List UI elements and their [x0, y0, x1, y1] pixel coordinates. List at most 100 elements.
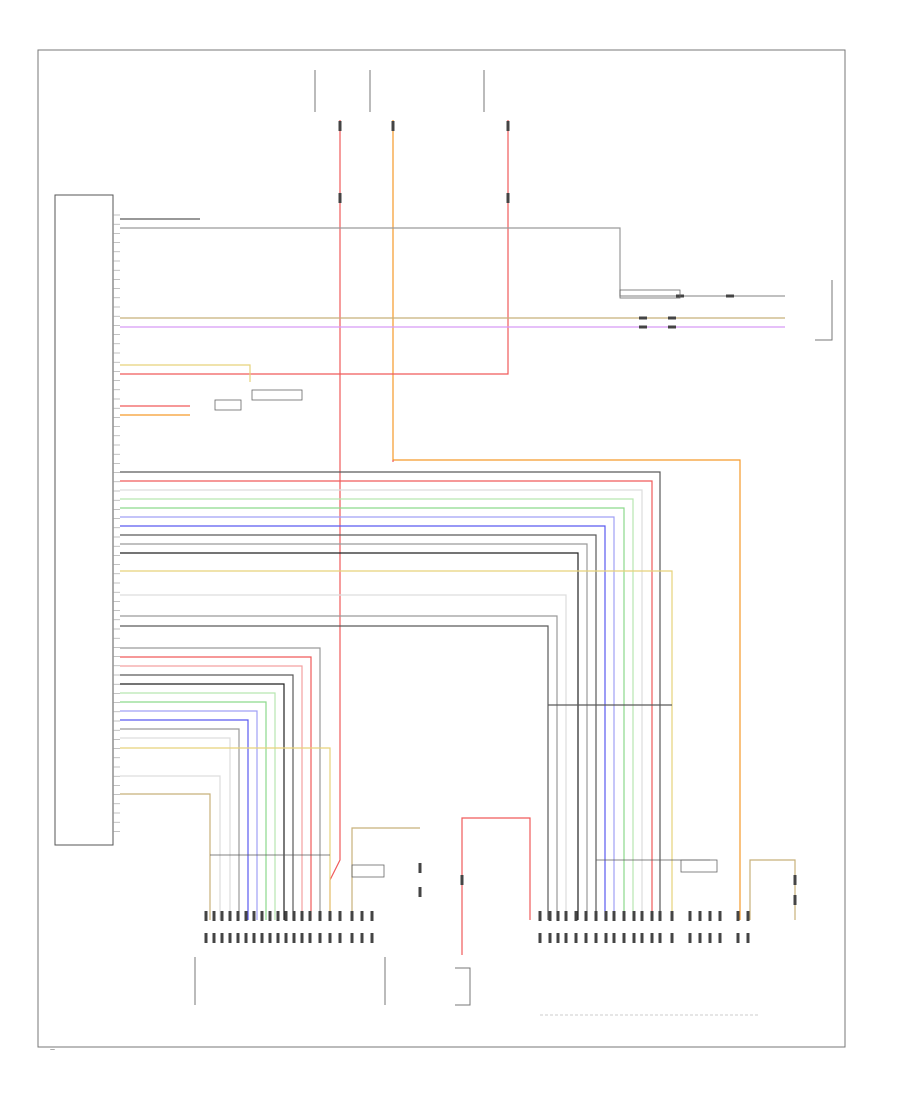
connector-pin-top — [584, 911, 588, 921]
wire-bundle-a — [120, 525, 606, 920]
connector-pin-bottom — [688, 933, 692, 943]
connector-pin-top — [284, 911, 288, 921]
connector-pin-bottom — [708, 933, 712, 943]
connector-pin-top — [736, 911, 740, 921]
connector-pin-bottom — [370, 933, 374, 943]
wire-bundle-b — [120, 701, 267, 920]
inline-connector — [639, 316, 647, 320]
connector-pin-bottom — [318, 933, 322, 943]
wire-bundle-b — [120, 674, 294, 920]
connector-pin-top — [708, 911, 712, 921]
connector-pin-top — [212, 911, 216, 921]
connector-pin-top — [308, 911, 312, 921]
connector-pin-top — [338, 911, 342, 921]
connector-pin-top — [698, 911, 702, 921]
connector-pin-top — [360, 911, 364, 921]
wire-white-776 — [120, 775, 221, 920]
wire-gray-top — [120, 227, 785, 297]
connector-pin-top — [640, 911, 644, 921]
wire-yellow-748 — [120, 747, 331, 920]
ground-connector-pin — [460, 875, 464, 885]
connector-pin-bottom — [736, 933, 740, 943]
connector-pin-bottom — [746, 933, 750, 943]
connector-pin-top — [292, 911, 296, 921]
wire-bundle-b — [120, 710, 258, 920]
wire-red-top-right — [120, 120, 509, 375]
connector-pin-bottom — [236, 933, 240, 943]
wire-yellow-571 — [120, 570, 673, 920]
feed-connector-pin — [506, 121, 510, 131]
feed-connector-pin — [391, 121, 395, 131]
ground-connector-pin — [793, 875, 797, 885]
wire-red-feed — [329, 120, 341, 920]
connector-pin-top — [574, 911, 578, 921]
connector-pin-top — [556, 911, 560, 921]
connector-pin-bottom — [640, 933, 644, 943]
connector-pin-bottom — [328, 933, 332, 943]
connector-pin-bottom — [268, 933, 272, 943]
connector-pin-bottom — [538, 933, 542, 943]
connector-pin-top — [260, 911, 264, 921]
connector-pin-bottom — [584, 933, 588, 943]
component-brackets — [194, 70, 833, 1006]
connector-pin-top — [718, 911, 722, 921]
wire-bundle-b — [120, 683, 285, 920]
wire-bundle-a — [120, 534, 597, 920]
wire-bundle-a — [120, 507, 625, 920]
connector-pin-bottom — [228, 933, 232, 943]
connector-pin-top — [548, 911, 552, 921]
connector-pin-top — [204, 911, 208, 921]
connector-pin-bottom — [612, 933, 616, 943]
feed-connector-pin — [338, 193, 342, 203]
wire-bundle-b — [120, 728, 240, 920]
connector-pin-bottom — [292, 933, 296, 943]
connector-pin-bottom — [260, 933, 264, 943]
splice-boxes — [214, 289, 718, 878]
connector-pin-top — [300, 911, 304, 921]
inline-connector — [726, 294, 734, 298]
wire-bundle-b — [120, 665, 303, 920]
wire-bundle-a — [120, 498, 634, 920]
connector-pin-bottom — [622, 933, 626, 943]
wire-tan-ground-2 — [749, 859, 796, 920]
connector-pin-top — [564, 911, 568, 921]
connector-pin-bottom — [204, 933, 208, 943]
wire-bundle-a — [120, 471, 661, 920]
connector-pin-top — [688, 911, 692, 921]
wire-tan-794 — [120, 793, 211, 920]
connector-pin-top — [350, 911, 354, 921]
connector-pin-top — [236, 911, 240, 921]
connector-pin-bottom — [670, 933, 674, 943]
connector-pin-bottom — [252, 933, 256, 943]
wire-bundle-b — [120, 737, 231, 920]
inline-connector — [668, 325, 676, 329]
connector-pin-top — [244, 911, 248, 921]
connector-pin-top — [604, 911, 608, 921]
connector-pin-bottom — [604, 933, 608, 943]
ground-connector-pin — [418, 887, 422, 897]
inline-connector — [639, 325, 647, 329]
connector-pin-bottom — [360, 933, 364, 943]
wire-orange-feed — [392, 120, 741, 920]
wire-bundle-a — [120, 552, 579, 920]
wire-black-626 — [120, 625, 549, 920]
diagram-id-mark: — — [50, 1047, 55, 1053]
connector-pin-bottom — [300, 933, 304, 943]
wire-yellow-365 — [120, 364, 251, 382]
wire-bundle-a — [120, 516, 615, 920]
connector-pin-bottom — [548, 933, 552, 943]
wire-tan-ground-1 — [351, 827, 420, 920]
wire-bundle-a — [120, 480, 653, 920]
diagram-frame — [37, 49, 846, 1048]
wire-gray-616 — [120, 615, 558, 920]
connector-pin-bottom — [244, 933, 248, 943]
connector-pin-top — [276, 911, 280, 921]
ground-connector-pin — [793, 895, 797, 905]
inline-connector — [668, 316, 676, 320]
connector-pin-top — [220, 911, 224, 921]
connector-pin-top — [670, 911, 674, 921]
connector-pin-bottom — [658, 933, 662, 943]
connector-pin-top — [328, 911, 332, 921]
connector-pin-top — [658, 911, 662, 921]
connector-pin-bottom — [564, 933, 568, 943]
